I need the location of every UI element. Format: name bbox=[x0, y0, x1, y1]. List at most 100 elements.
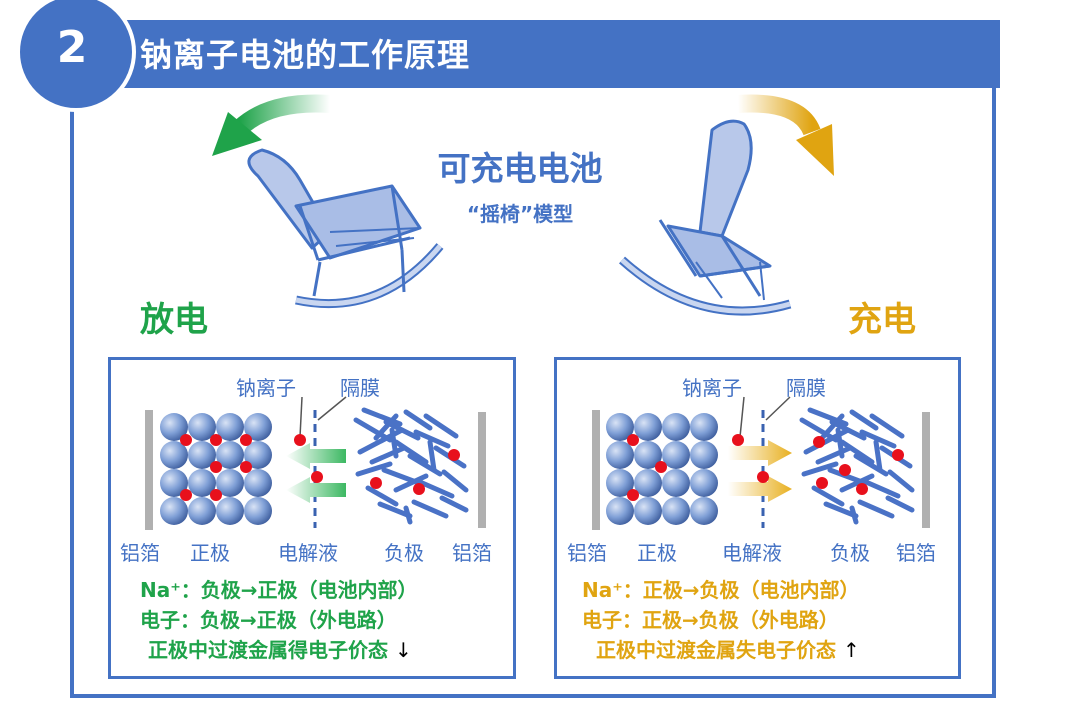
valence-up-arrow-icon: ↑ bbox=[842, 638, 860, 662]
sodium-ion bbox=[370, 477, 382, 489]
separator-callout: 隔膜 bbox=[786, 376, 826, 400]
cathode-atom bbox=[244, 413, 272, 441]
sodium-ion bbox=[210, 461, 222, 473]
section-number-badge bbox=[16, 0, 136, 112]
header-bar bbox=[70, 20, 1000, 88]
sodium-ion bbox=[627, 434, 639, 446]
anode-stick bbox=[413, 429, 451, 449]
sodium-ion bbox=[240, 461, 252, 473]
anode-stick bbox=[823, 501, 859, 519]
cathode-atom bbox=[244, 469, 272, 497]
sodium-ion bbox=[311, 471, 323, 483]
sodium-ion bbox=[839, 464, 851, 476]
cathode-atom bbox=[216, 413, 244, 441]
left-aluminum-foil bbox=[592, 410, 600, 530]
sodium-ion bbox=[210, 434, 222, 446]
sodium-ion bbox=[448, 449, 460, 461]
ion-flow-arrow-icon bbox=[728, 440, 792, 502]
aluminum-foil-label: 铝箔 bbox=[567, 541, 607, 565]
sodium-ion bbox=[655, 461, 667, 473]
electrolyte-label: 电解液 bbox=[278, 541, 338, 565]
sodium-ion-callout: 钠离子 bbox=[236, 376, 296, 400]
discharge-direction-arrow-icon bbox=[212, 94, 331, 156]
charge-electron-direction: 电子：正极→负极（外电路） bbox=[582, 608, 839, 632]
anode-stick bbox=[403, 505, 413, 525]
cathode-atom bbox=[690, 413, 718, 441]
right-aluminum-foil bbox=[922, 412, 930, 528]
anode-sticks bbox=[353, 407, 469, 525]
anode-stick bbox=[383, 419, 421, 441]
anode-stick bbox=[365, 485, 399, 507]
cathode-atom bbox=[188, 497, 216, 525]
cathode-atom bbox=[634, 497, 662, 525]
anode-stick bbox=[827, 467, 865, 485]
cathode-atom bbox=[160, 441, 188, 469]
anode-stick bbox=[393, 439, 429, 465]
cathode-lattice bbox=[160, 413, 272, 525]
anode-stick bbox=[427, 439, 437, 473]
cathode-atom bbox=[244, 497, 272, 525]
sodium-ion bbox=[413, 483, 425, 495]
content-frame bbox=[70, 86, 996, 698]
anode-stick bbox=[423, 413, 459, 439]
cathode-atom bbox=[216, 469, 244, 497]
charge-direction-arrow-icon bbox=[737, 94, 834, 176]
anode-stick bbox=[839, 473, 875, 493]
cathode-atom bbox=[662, 469, 690, 497]
ion-flow-arrow-icon bbox=[286, 443, 346, 503]
valence-down-arrow-icon: ↓ bbox=[394, 638, 412, 662]
cathode-label: 正极 bbox=[190, 541, 230, 565]
anode-sticks bbox=[799, 407, 915, 525]
anode-stick bbox=[811, 485, 845, 507]
anode-stick bbox=[411, 499, 449, 519]
sodium-ion-callout: 钠离子 bbox=[682, 376, 742, 400]
rocking-chair-model-subtitle: “摇椅”模型 bbox=[466, 202, 574, 226]
section-number: 2 bbox=[56, 22, 88, 73]
aluminum-foil-label: 铝箔 bbox=[896, 541, 936, 565]
anode-stick bbox=[849, 505, 859, 525]
discharge-electron-direction: 电子：负极→正极（外电路） bbox=[140, 608, 397, 632]
anode-stick bbox=[829, 419, 867, 441]
sodium-ion bbox=[757, 471, 769, 483]
sodium-ion bbox=[294, 434, 306, 446]
anode-stick bbox=[417, 479, 455, 499]
anode-stick bbox=[863, 479, 901, 499]
anode-stick bbox=[839, 439, 875, 465]
sodium-ion bbox=[180, 434, 192, 446]
anode-stick bbox=[819, 413, 845, 441]
charge-valence-change: 正极中过渡金属失电子价态 ↑ bbox=[596, 638, 860, 662]
anode-stick bbox=[377, 501, 413, 519]
cathode-atom bbox=[634, 469, 662, 497]
sodium-ion bbox=[240, 434, 252, 446]
cathode-atom bbox=[690, 497, 718, 525]
anode-stick bbox=[873, 439, 883, 473]
page-title: 钠离子电池的工作原理 bbox=[140, 36, 471, 74]
anode-stick bbox=[869, 413, 905, 439]
separator-callout: 隔膜 bbox=[340, 376, 380, 400]
cathode-atom bbox=[662, 441, 690, 469]
cathode-atom bbox=[606, 497, 634, 525]
anode-stick bbox=[389, 427, 399, 459]
anode-stick bbox=[441, 469, 469, 493]
cathode-atom bbox=[690, 469, 718, 497]
sodium-ion bbox=[732, 434, 744, 446]
charge-label: 充电 bbox=[848, 300, 916, 340]
anode-stick bbox=[355, 461, 393, 477]
cathode-atom bbox=[662, 413, 690, 441]
anode-stick bbox=[885, 495, 915, 513]
cathode-lattice bbox=[606, 413, 718, 525]
anode-stick bbox=[801, 461, 839, 477]
electrolyte-label: 电解液 bbox=[722, 541, 782, 565]
sodium-ion bbox=[210, 489, 222, 501]
anode-stick bbox=[815, 445, 853, 465]
sodium-ion bbox=[180, 489, 192, 501]
cathode-atom bbox=[690, 441, 718, 469]
discharge-schematic bbox=[145, 396, 486, 530]
cathode-atom bbox=[606, 413, 634, 441]
anode-stick bbox=[369, 445, 407, 465]
sodium-ion bbox=[816, 477, 828, 489]
anode-label: 负极 bbox=[384, 541, 424, 565]
sodium-ion bbox=[627, 489, 639, 501]
cathode-atom bbox=[244, 441, 272, 469]
